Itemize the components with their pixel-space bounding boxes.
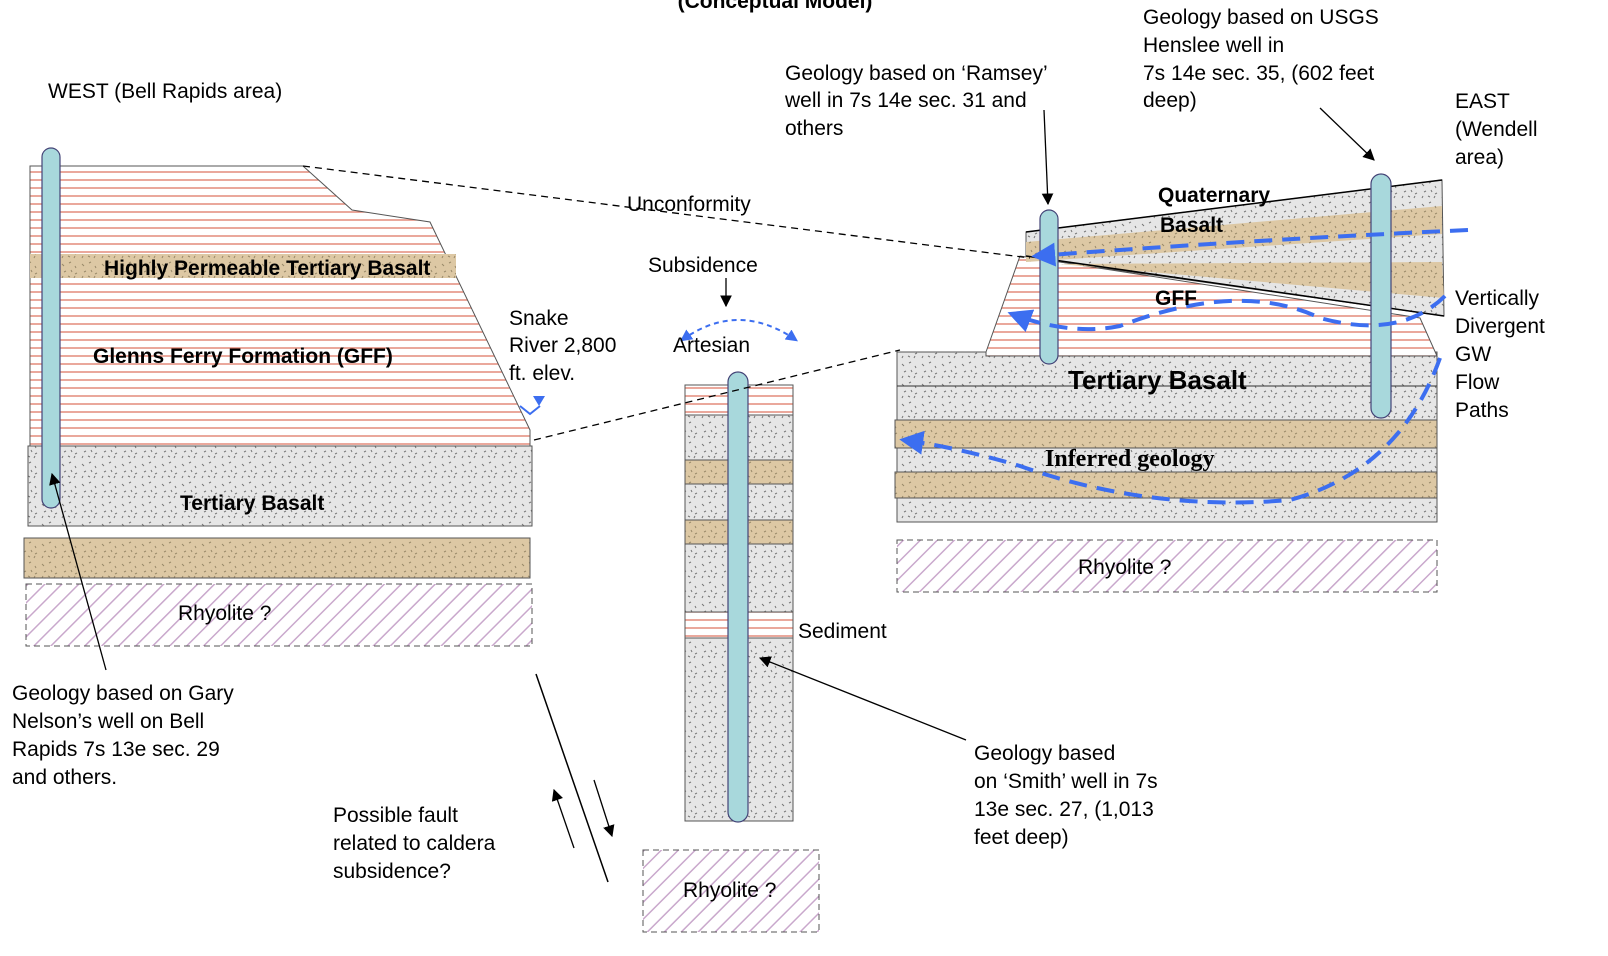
east-tan-band-1: [894, 419, 1438, 449]
middle-rhyolite: [642, 849, 820, 933]
smith-note: Geology based on ‘Smith’ well in 7s 13e …: [974, 742, 1163, 849]
east-gff-wedge: [985, 255, 1438, 357]
east-label: EAST (Wendell area): [1455, 90, 1543, 169]
east-basalt-label: Basalt: [1160, 214, 1223, 237]
west-lower-basalt-band: [23, 537, 531, 579]
upper-flow-path: [1031, 228, 1469, 267]
east-rhyolite-label: Rhyolite ?: [1078, 556, 1171, 579]
west-hp-basalt-label: Highly Permeable Tertiary Basalt: [104, 257, 430, 280]
fault-note: Possible fault related to caldera subsid…: [333, 804, 501, 883]
east-quaternary-tan-2: [1060, 262, 1444, 298]
water-level-triangle: [533, 396, 545, 406]
east-inferred-label: Inferred geology: [1045, 446, 1215, 472]
west-gff-layer: [29, 165, 531, 447]
unconformity-line-lower: [533, 349, 901, 441]
west-rhyolite-label: Rhyolite ?: [178, 602, 271, 625]
artesian-label: Artesian: [673, 334, 750, 357]
east-quaternary-label: Quaternary: [1158, 184, 1270, 207]
west-block: [23, 147, 545, 647]
usgs-note: Geology based on USGS Henslee well in 7s…: [1143, 6, 1385, 112]
flow-paths-note: Vertically Divergent GW Flow Paths: [1455, 287, 1551, 422]
east-block: [894, 173, 1469, 593]
nelson-note: Geology based on Gary Nelson’s well on B…: [12, 682, 240, 789]
river-level-marker: [519, 405, 541, 416]
middle-rhyolite-label: Rhyolite ?: [683, 879, 776, 902]
page-title: (Conceptual Model): [678, 0, 873, 13]
middle-column: [642, 278, 820, 933]
ramsey-well: [1039, 209, 1059, 365]
fault-line: [535, 673, 609, 883]
east-rhyolite: [896, 539, 1438, 593]
west-tertiary-basalt-label: Tertiary Basalt: [180, 492, 324, 515]
unconformity-line-upper: [302, 165, 1031, 259]
henslee-well: [1370, 173, 1392, 419]
fault-up-arrow: [551, 788, 575, 849]
middle-flow-path: [1007, 294, 1447, 333]
west-rhyolite: [25, 583, 533, 647]
smith-well: [727, 371, 749, 823]
west-permeable-basalt-band: [30, 254, 456, 278]
unconformity-label: Unconformity: [627, 193, 751, 216]
east-tan-band-2: [894, 471, 1438, 499]
snake-river-note: Snake River 2,800 ft. elev.: [509, 307, 622, 385]
west-gff-label: Glenns Ferry Formation (GFF): [93, 345, 393, 368]
nelson-pointer: [49, 472, 107, 671]
lower-flow-path: [899, 357, 1442, 505]
subsidence-label: Subsidence: [648, 254, 758, 277]
smith-pointer: [758, 656, 967, 741]
fault-down-arrow: [593, 779, 615, 838]
ramsey-note: Geology based on ‘Ramsey’ well in 7s 14e…: [784, 62, 1053, 140]
east-tertiary-basalt-label: Tertiary Basalt: [1068, 365, 1247, 395]
usgs-pointer: [1319, 107, 1375, 161]
west-label: WEST (Bell Rapids area): [48, 80, 282, 103]
sediment-label: Sediment: [798, 620, 887, 643]
nelson-well: [41, 147, 61, 509]
west-tertiary-basalt: [27, 445, 533, 527]
east-gff-label: GFF: [1155, 287, 1197, 310]
ramsey-pointer: [1041, 109, 1054, 206]
